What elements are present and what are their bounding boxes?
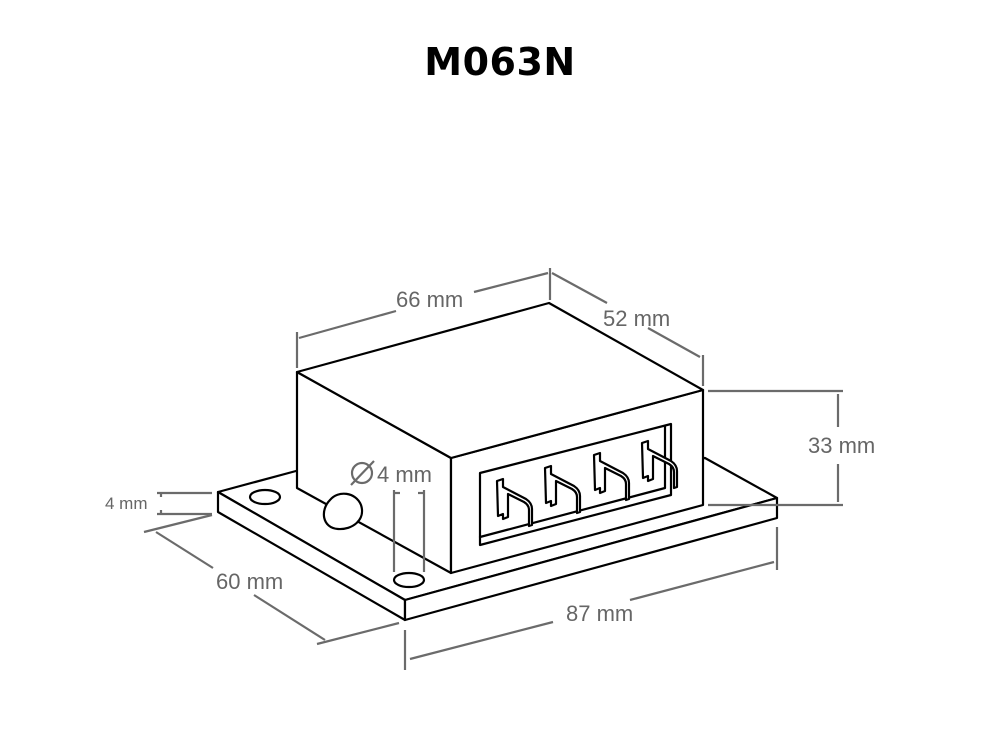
dimension-box-length: 66 mm — [295, 268, 552, 368]
spade-terminal-3 — [592, 451, 631, 502]
dimension-label-plate-width: 60 mm — [216, 569, 283, 594]
box-top-face — [295, 301, 705, 460]
spade-terminal-1 — [495, 477, 534, 528]
dimension-plate-thickness: 4 mm — [105, 491, 212, 516]
terminal-recess-outer — [478, 422, 673, 547]
dimension-label-box-height: 33 mm — [808, 433, 875, 458]
dimension-box-height: 33 mm — [708, 389, 875, 507]
diagram-title: M063N — [424, 40, 576, 84]
mounting-hole-front — [392, 571, 426, 589]
dimension-plate-length: 87 mm — [403, 527, 779, 670]
dimension-hole-diameter: 4 mm — [350, 460, 432, 572]
spade-terminal-2 — [543, 464, 582, 515]
mounting-hole-back — [248, 488, 282, 506]
dimension-label-box-width: 52 mm — [603, 306, 670, 331]
terminal-recess-inner — [478, 424, 667, 539]
dimension-label-hole-diameter: 4 mm — [377, 462, 432, 487]
dimension-label-plate-thickness: 4 mm — [105, 494, 148, 513]
dimension-plate-width: 60 mm — [143, 513, 400, 646]
relay-box — [295, 301, 705, 575]
dimension-label-box-length: 66 mm — [396, 287, 463, 312]
dimension-label-plate-length: 87 mm — [566, 601, 633, 626]
dimension-box-width: 52 mm — [551, 272, 705, 386]
cable-grommet — [322, 492, 364, 531]
base-plate-front-edge — [403, 496, 779, 622]
spade-terminal-4 — [640, 439, 679, 490]
